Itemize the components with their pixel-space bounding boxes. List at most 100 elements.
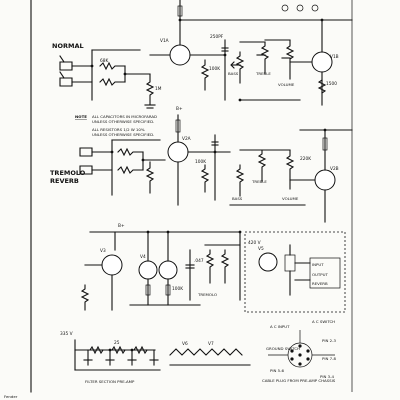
filter-section: 335 V 25 FILTER SECTION PRE-AMP V6 V7 [60,331,251,384]
resistor-1m-grid [145,73,155,106]
cathode-resistor-v4a [165,284,171,296]
label-bass: BASS [228,71,239,76]
pot-volume [285,39,295,80]
resistor-68k-3 [117,147,144,157]
label-v7: V7 [208,341,214,347]
label-pin-7-8: PIN 7-8 [322,356,337,361]
resistor-100k-tone [200,59,210,91]
resistor-68k-4 [117,165,144,175]
plate-resistor-v2b [322,137,328,151]
top-jack-1 [281,4,289,12]
normal-channel: V1A 100K 250PF BASS TREBLE VOLUME [52,0,353,109]
label-250pf: 250PF [210,34,224,40]
resistor-68k-1 [99,61,126,71]
label-v2a: V2A [182,136,191,142]
label-1m: 1M [155,86,162,92]
label-1500: 1500 [326,81,337,87]
input-jack-3 [79,147,113,157]
reverb-section-box [244,231,346,313]
plate-resistor-v2a [175,119,181,133]
tremolo-reverb-channel: TREMOLO REVERB V2A B+ 100K BASS [50,106,353,223]
resistor-lower-1 [80,284,90,311]
tube-v5 [258,252,278,272]
resistor-1m-grid-2 [145,161,155,194]
label-reverb-output: OUTPUT [312,272,328,277]
pot-volume-2 [285,149,295,190]
label-68k-1: 68K [100,58,108,64]
top-jack-2 [296,4,304,12]
label-tremolo: TREMOLO [50,169,86,177]
label-ac-input: A C INPUT [270,324,290,329]
label-normal-channel: NORMAL [52,42,84,50]
note-title: NOTE [75,114,87,119]
junction-dots [90,18,327,352]
label-tremolo-pot: TREMOLO [197,292,217,297]
label-volume: VOLUME [278,82,295,87]
label-ground-switch: GROUND SWITCH [266,346,300,351]
pot-treble [260,41,270,74]
lower-section: B+ V3 V4 100K .047 TREMOLO V5 [80,223,346,313]
reverb-tank [309,257,341,289]
cable-plug-caption: CABLE PLUG FROM PRE-AMP CHASSIS [262,378,336,383]
plate-resistor-v1a [177,5,183,17]
cathode-resistor-v4 [145,284,151,296]
label-pin-2-3: PIN 2-3 [322,338,337,343]
input-jack-1 [59,55,93,71]
label-b-plus-2: B+ [118,223,125,229]
label-v1a: V1A [160,38,169,44]
label-v5: V5 [258,246,264,252]
pot-bass-2 [235,164,245,197]
footer-mark: Fender [4,394,18,399]
tube-v1a [169,44,191,66]
input-jack-2 [59,71,93,87]
note-line-4: UNLESS OTHERWISE SPECIFIED. [92,132,154,137]
top-jack-3 [311,4,319,12]
label-reverb-tank: REVERB [312,281,328,286]
filter-resistor-3 [133,345,148,355]
label-420v: 420 V [248,240,261,246]
pot-bass [235,51,245,84]
note-block: NOTE ALL CAPACITORS IN MICROFARAD UNLESS… [75,114,157,137]
label-treble-2: TREBLE [251,179,267,184]
tube-v2b [314,169,336,191]
resistor-1500-cathode [317,79,327,94]
filter-resistor-1 [89,345,104,355]
pot-tremolo [205,249,215,284]
label-100k-tone: 100K [209,66,220,72]
label-v6: V6 [182,341,188,347]
input-jack-4 [79,165,113,175]
note-line-1: ALL CAPACITORS IN MICROFARAD [92,114,157,119]
label-bass-2: BASS [232,196,243,201]
label-335v: 335 V [60,331,73,337]
label-v2b: V2B [330,166,339,172]
label-v1b: V1B [330,54,339,60]
resistor-68k-2 [99,77,126,87]
label-100k-tone-2: 100K [195,159,206,165]
label-v3: V3 [100,248,106,254]
label-pin-3-4: PIN 3-4 [320,374,335,379]
label-220k: 220K [300,156,311,162]
note-line-2: UNLESS OTHERWISE SPECIFIED. [92,119,154,124]
tube-v3 [101,254,123,276]
tube-v2a [167,141,189,163]
filter-section-caption: FILTER SECTION PRE-AMP [85,379,135,384]
pot-treble-2 [257,149,267,182]
label-b-plus-1: B+ [176,106,183,112]
heater-string [169,348,243,356]
label-100k-lower: 100K [172,286,183,292]
label-25uf: 25 [114,340,120,346]
label-treble: TREBLE [255,71,271,76]
label-ac-switch: A C SWITCH [312,319,335,324]
note-line-3: ALL RESISTORS 1/2 W 10% [92,127,145,132]
tube-v4 [138,260,158,280]
label-047: .047 [194,258,204,264]
label-volume-2: VOLUME [282,196,299,201]
tube-v4a [158,260,178,280]
filter-resistor-2 [111,345,126,355]
resistor-100k-tone-2 [200,164,210,193]
label-reverb: REVERB [50,177,79,185]
label-v4: V4 [140,254,146,260]
pot-tremolo-speed [220,249,230,284]
